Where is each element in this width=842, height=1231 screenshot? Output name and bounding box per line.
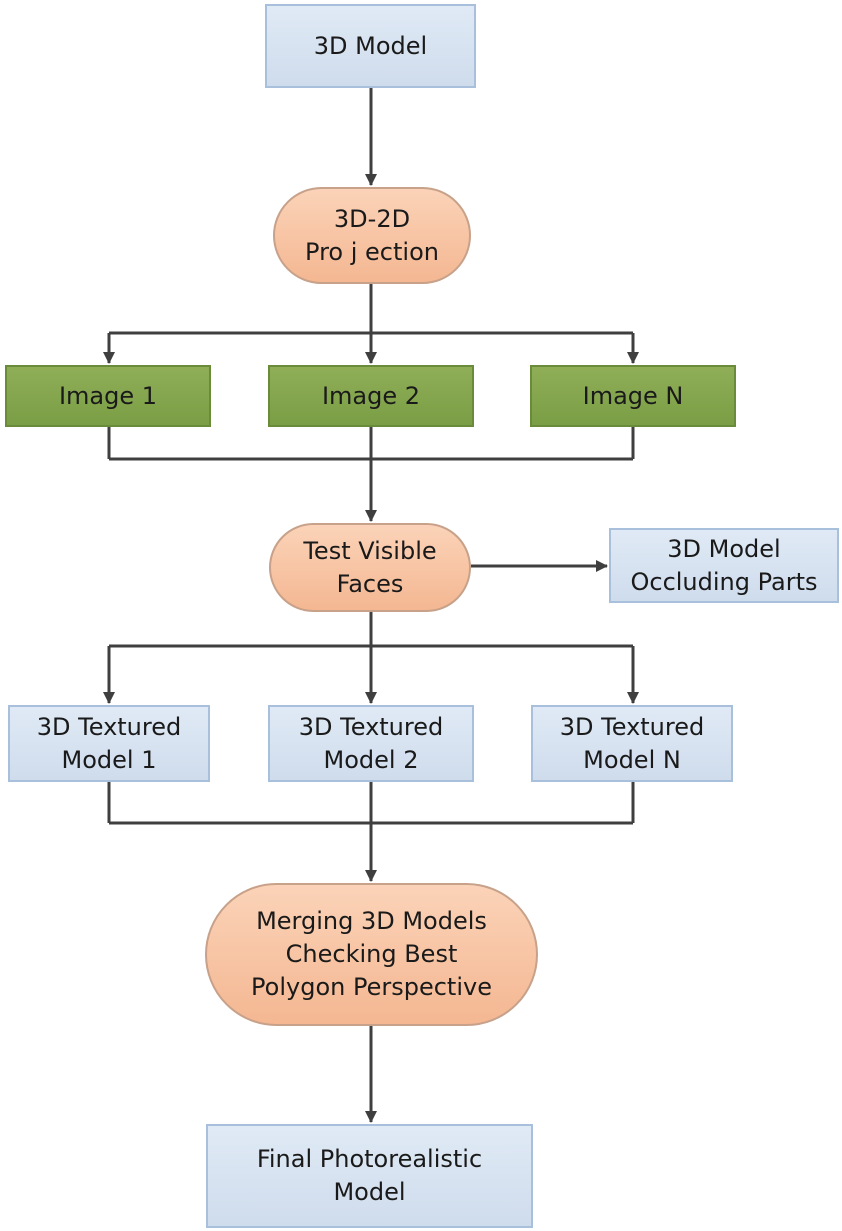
node-text-line: Image 2 bbox=[321, 381, 421, 410]
node-text-line: Model N bbox=[583, 745, 681, 774]
node-image-2: Image 2 bbox=[268, 365, 474, 427]
node-3d-model-occluding-parts: 3D Model Occluding Parts bbox=[609, 528, 839, 603]
node-text-line: 3D Model bbox=[313, 31, 428, 60]
node-text-line: Pro j ection bbox=[305, 237, 439, 266]
node-text-line: Final Photorealistic bbox=[256, 1145, 483, 1173]
node-3d-2d-projection: 3D-2D Pro j ection bbox=[273, 187, 471, 284]
node-text-line: Test Visible bbox=[303, 536, 437, 565]
node-text-line: Image 1 bbox=[58, 381, 158, 410]
node-final-photorealistic-model: Final Photorealistic Model bbox=[206, 1124, 533, 1228]
node-text-line: 3D-2D bbox=[333, 204, 411, 233]
node-3d-model: 3D Model bbox=[265, 4, 476, 88]
node-image-n: Image N bbox=[530, 365, 736, 427]
node-text-line: Model bbox=[333, 1178, 406, 1206]
node-text-line: 3D Textured bbox=[298, 712, 444, 741]
node-test-visible-faces: Test Visible Faces bbox=[269, 523, 471, 612]
node-3d-textured-model-n: 3D Textured Model N bbox=[531, 705, 733, 782]
node-text-line: 3D Model bbox=[667, 534, 781, 563]
node-text-line: Occluding Parts bbox=[630, 567, 818, 596]
node-3d-textured-model-1: 3D Textured Model 1 bbox=[8, 705, 210, 782]
node-text-line: Checking Best bbox=[285, 940, 458, 968]
node-text-line: 3D Textured bbox=[36, 712, 182, 741]
node-text-line: Polygon Perspective bbox=[251, 973, 492, 1001]
node-3d-textured-model-2: 3D Textured Model 2 bbox=[268, 705, 474, 782]
node-text-line: Model 2 bbox=[323, 745, 419, 774]
node-merging-3d-models: Merging 3D Models Checking Best Polygon … bbox=[205, 883, 538, 1026]
node-text-line: Model 1 bbox=[61, 745, 157, 774]
node-text-line: 3D Textured bbox=[559, 712, 705, 741]
node-text-line: Faces bbox=[336, 569, 404, 598]
node-text-line: Image N bbox=[582, 381, 684, 410]
node-image-1: Image 1 bbox=[5, 365, 211, 427]
node-text-line: Merging 3D Models bbox=[256, 907, 487, 935]
